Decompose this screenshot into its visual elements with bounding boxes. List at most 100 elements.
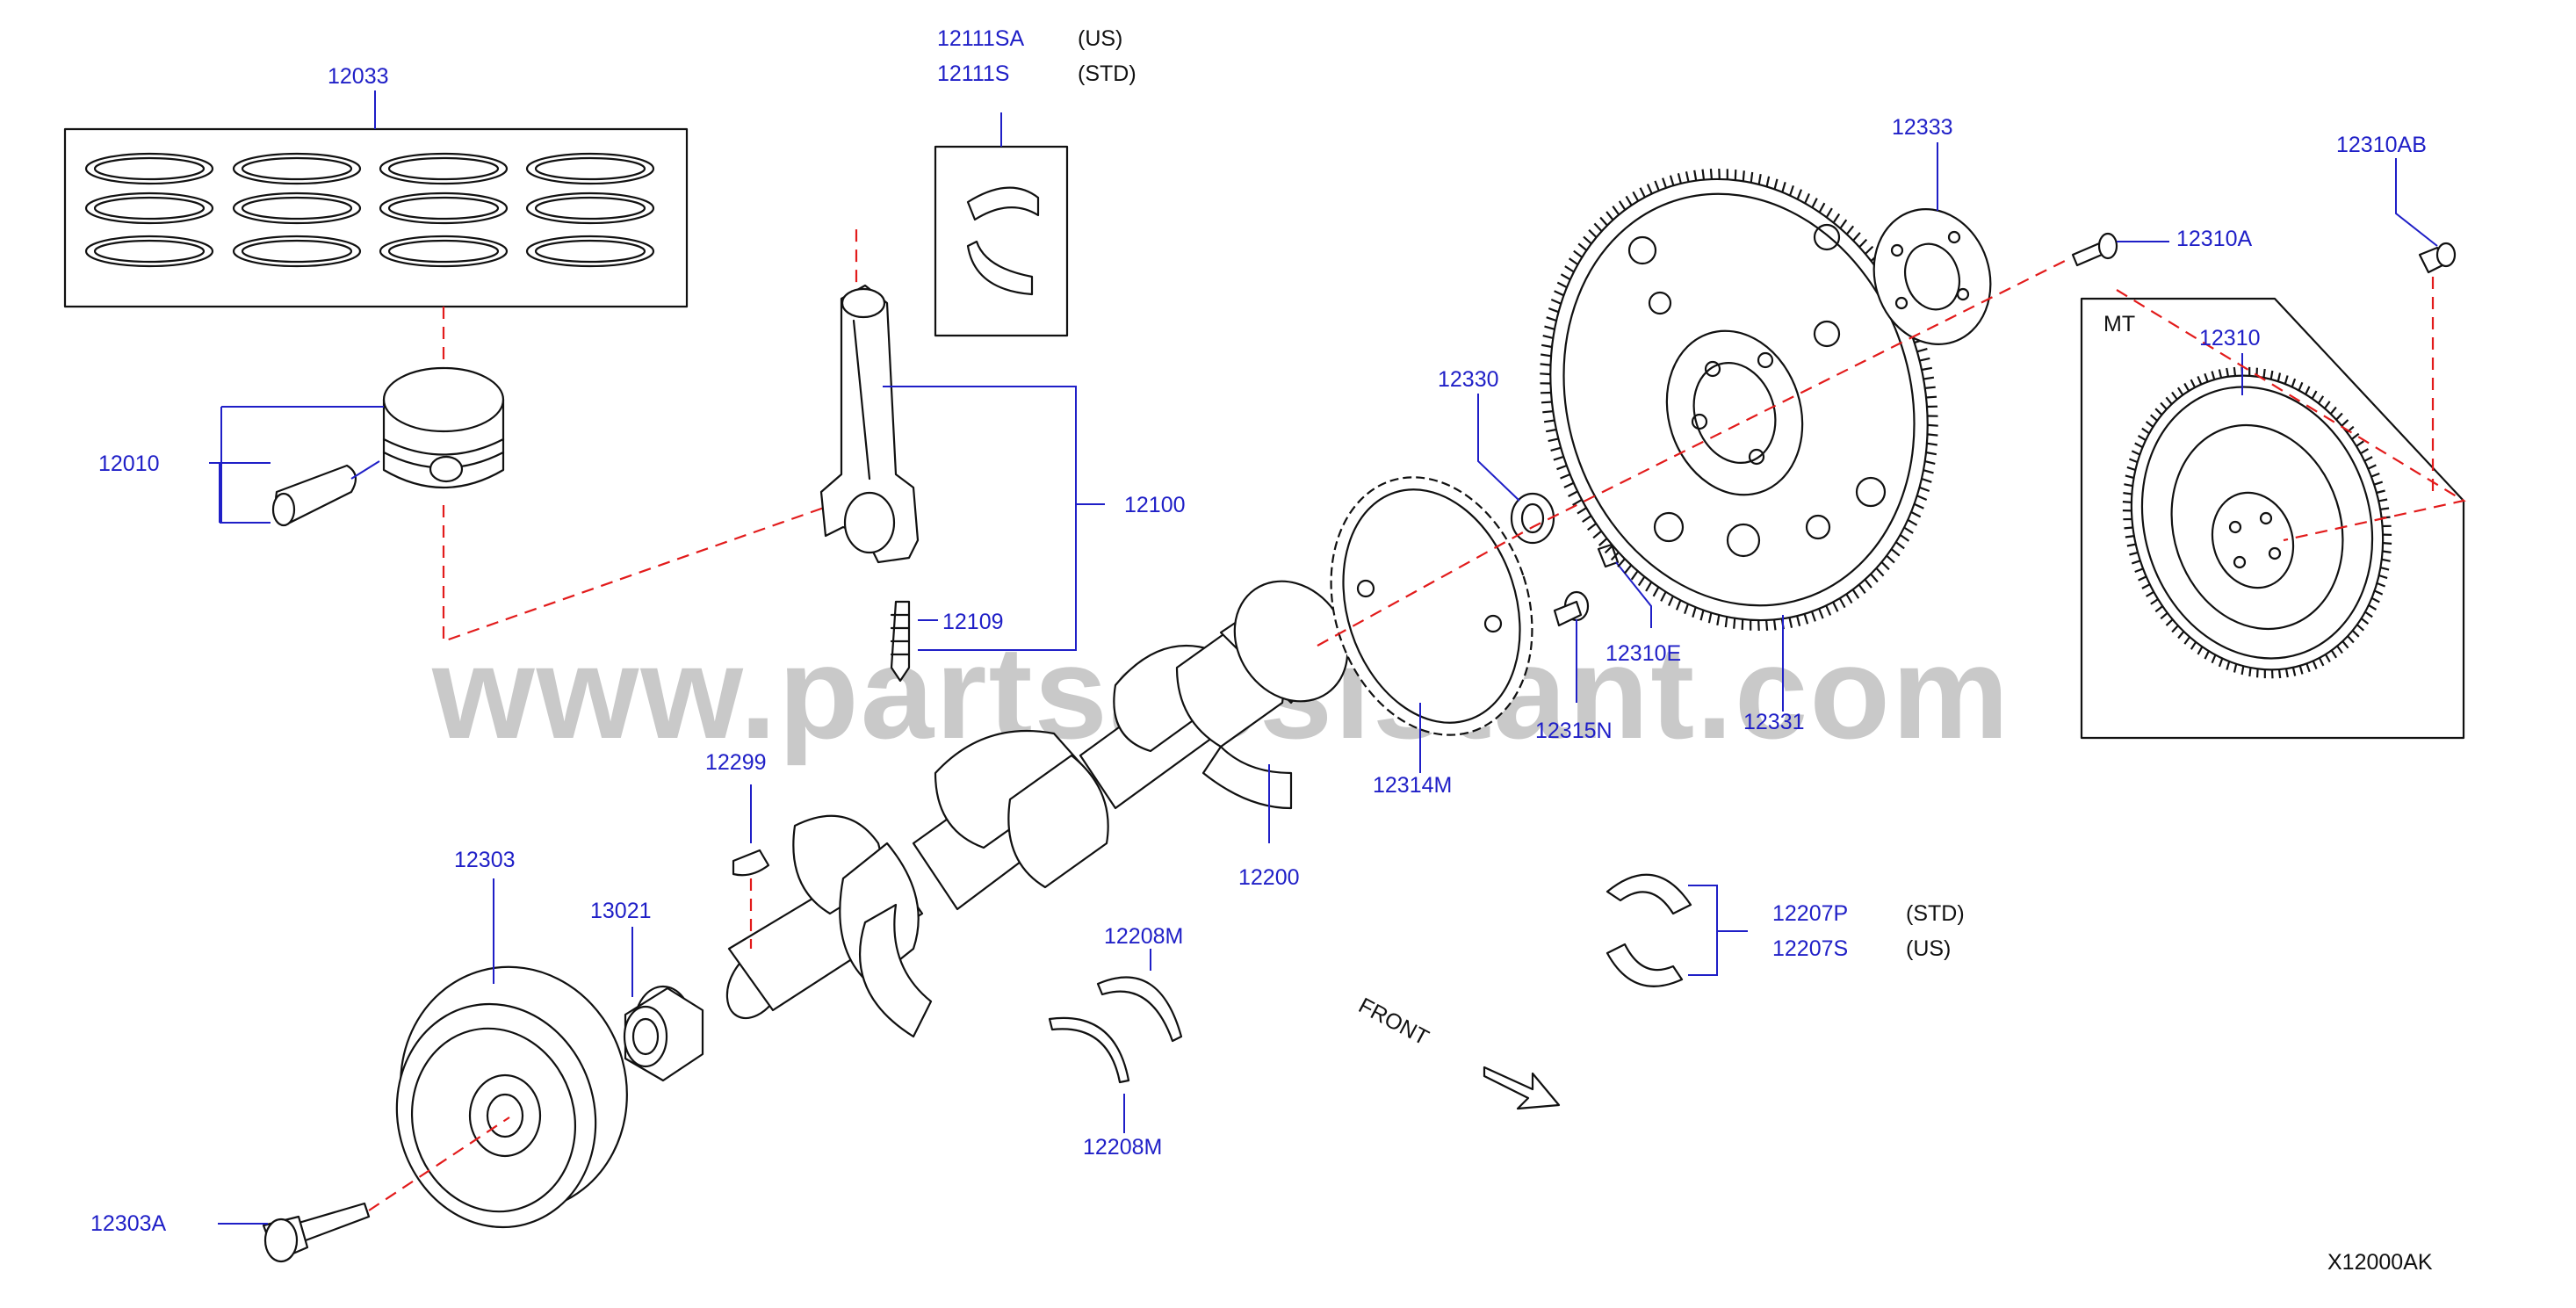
gear-tooth xyxy=(2368,465,2376,468)
gear-tooth xyxy=(1917,349,1928,351)
gear-tooth xyxy=(2313,661,2317,668)
gear-tooth xyxy=(1926,397,1937,398)
gear-tooth xyxy=(1543,336,1554,338)
gear-tooth xyxy=(2348,636,2354,642)
gear-tooth xyxy=(2372,598,2380,603)
gear-tooth xyxy=(1548,308,1558,312)
gear-tooth xyxy=(2147,422,2154,427)
gear-tooth xyxy=(1775,179,1778,190)
gear-tooth xyxy=(2320,658,2324,666)
gear-tooth xyxy=(1819,609,1822,618)
gear-tooth xyxy=(1574,251,1583,257)
gear-tooth xyxy=(1632,571,1638,580)
gear-tooth xyxy=(1542,411,1553,412)
gear-tooth xyxy=(1790,185,1793,195)
gear-tooth xyxy=(1583,516,1591,522)
gear-tooth xyxy=(1859,585,1865,594)
gear-tooth xyxy=(1922,368,1932,370)
gear-tooth xyxy=(2167,619,2173,625)
label-12330: 12330 xyxy=(1438,367,1499,392)
gear-tooth xyxy=(1759,174,1761,184)
gear-tooth xyxy=(1663,178,1666,188)
gear-tooth xyxy=(2191,379,2196,387)
ring-set-1 xyxy=(86,154,213,266)
gear-tooth xyxy=(1546,430,1556,431)
gear-tooth xyxy=(2364,457,2372,461)
gear-tooth xyxy=(1561,274,1569,279)
conrod-bearing-drawing xyxy=(935,112,1067,336)
gear-tooth xyxy=(2184,637,2190,644)
label-front: FRONT xyxy=(1354,994,1432,1051)
gear-tooth xyxy=(2226,661,2229,670)
gear-tooth xyxy=(2331,408,2336,415)
gear-tooth xyxy=(2161,613,2168,619)
label-12331: 12331 xyxy=(1743,710,1805,734)
gear-tooth xyxy=(1917,495,1927,500)
label-12111S: 12111S xyxy=(937,61,1009,86)
gear-tooth xyxy=(2172,625,2178,632)
gear-tooth xyxy=(2127,467,2136,470)
ring-set-3 xyxy=(380,154,507,266)
gear-tooth xyxy=(2378,500,2387,502)
gear-tooth xyxy=(1876,568,1883,576)
gear-tooth xyxy=(2127,545,2136,546)
gear-tooth xyxy=(2257,668,2258,677)
gear-tooth xyxy=(1925,387,1936,388)
gear-tooth xyxy=(2198,647,2203,654)
gear-tooth xyxy=(1541,355,1551,357)
diagram-code: X12000AK xyxy=(2327,1250,2433,1275)
gear-tooth xyxy=(1551,448,1562,451)
gear-tooth xyxy=(2382,560,2391,561)
main-bearing-drawing xyxy=(1607,875,1748,986)
gear-tooth xyxy=(2383,552,2392,553)
label-12111S-note: (STD) xyxy=(1078,61,1136,86)
gear-tooth xyxy=(1871,574,1878,582)
gear-tooth xyxy=(1557,283,1567,288)
gear-tooth xyxy=(2212,372,2215,380)
gear-tooth xyxy=(2332,650,2336,657)
gear-tooth xyxy=(2264,369,2265,378)
gear-tooth xyxy=(2161,403,2167,409)
gear-tooth xyxy=(2234,664,2236,673)
gear-tooth xyxy=(1593,531,1601,538)
label-12303A: 12303A xyxy=(90,1211,167,1236)
piston-drawing xyxy=(209,224,856,641)
gear-tooth xyxy=(1541,402,1552,403)
gear-tooth xyxy=(2125,475,2134,478)
gear-tooth xyxy=(1920,358,1930,361)
label-12200: 12200 xyxy=(1238,865,1300,890)
gear-tooth xyxy=(1694,170,1696,181)
gear-tooth xyxy=(1922,479,1931,482)
gear-tooth xyxy=(2374,482,2383,485)
gear-tooth xyxy=(1545,327,1555,329)
gear-tooth xyxy=(2166,397,2171,404)
gear-tooth xyxy=(1646,582,1651,591)
gear-tooth xyxy=(1541,364,1551,365)
gear-tooth xyxy=(2279,669,2280,678)
gear-tooth xyxy=(1547,317,1556,321)
gear-tooth xyxy=(2336,414,2342,420)
gear-tooth xyxy=(2300,666,2303,675)
label-12100: 12100 xyxy=(1124,493,1186,517)
gear-tooth xyxy=(1578,243,1586,250)
gear-tooth xyxy=(2305,387,2309,394)
gear-tooth xyxy=(2278,373,2280,382)
gear-tooth xyxy=(2356,441,2363,446)
gear-tooth xyxy=(2341,420,2348,426)
gear-tooth xyxy=(2172,393,2177,400)
gear-tooth xyxy=(1812,199,1816,208)
label-12303: 12303 xyxy=(454,848,516,872)
gear-tooth xyxy=(1820,203,1825,213)
gear-tooth xyxy=(1928,425,1938,426)
label-mt: MT xyxy=(2103,312,2135,336)
gear-tooth xyxy=(1846,594,1851,603)
gear-tooth xyxy=(1641,188,1645,198)
gear-tooth xyxy=(1840,598,1845,608)
gear-tooth xyxy=(2371,473,2379,477)
gear-tooth xyxy=(1678,173,1681,184)
gear-tooth xyxy=(2272,669,2273,678)
gear-tooth xyxy=(1711,169,1712,179)
label-12033: 12033 xyxy=(328,64,389,89)
gear-tooth xyxy=(1853,589,1859,598)
